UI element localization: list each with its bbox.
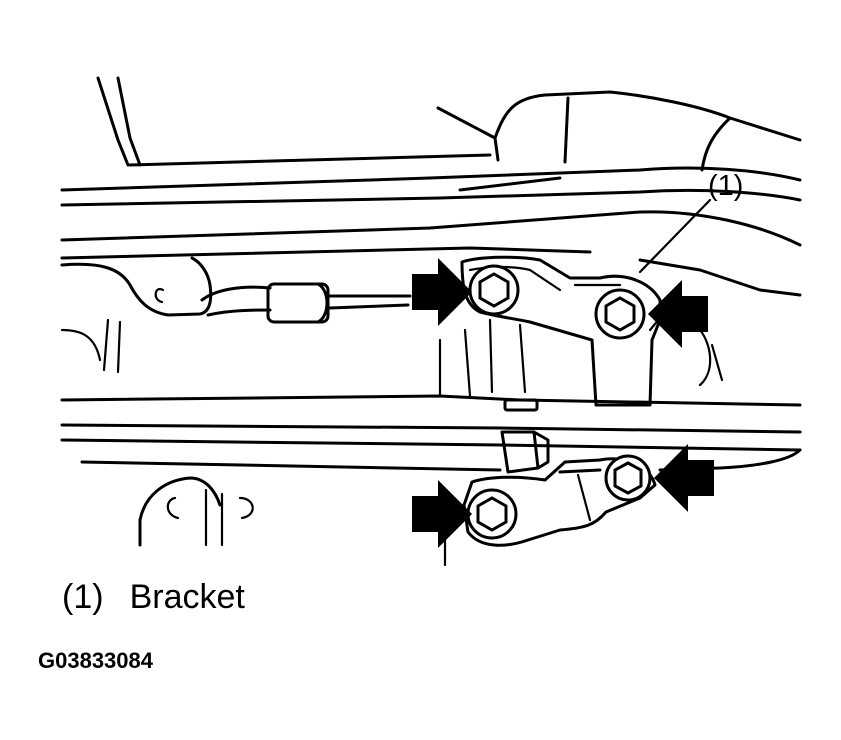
- arrow-right-icon: [412, 258, 472, 326]
- arrow-right-icon: [412, 480, 472, 548]
- bolt-icon: [604, 454, 652, 502]
- legend-label: Bracket: [129, 578, 245, 616]
- bolt-icon: [468, 264, 520, 316]
- upper-body-panel: [60, 76, 802, 297]
- legend: (1) Bracket: [62, 578, 245, 617]
- figure-id: G03833084: [38, 648, 153, 673]
- bolt-icon: [594, 288, 646, 340]
- callout-leader-line: [638, 198, 712, 274]
- arrow-left-icon: [654, 444, 714, 512]
- lower-mount: [138, 476, 254, 547]
- rail-clip: [500, 398, 550, 474]
- frame-rails: [60, 316, 802, 474]
- left-mount-and-cable: [60, 256, 412, 374]
- callout-marker: (1): [708, 170, 743, 202]
- legend-number: (1): [62, 578, 104, 616]
- bolt-icon: [466, 488, 518, 540]
- arrow-left-icon: [648, 280, 708, 348]
